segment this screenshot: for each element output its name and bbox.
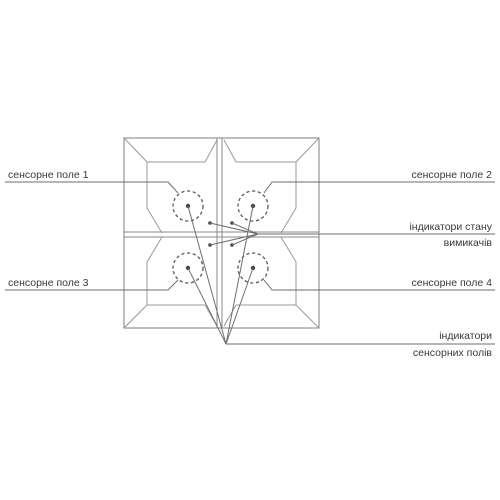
sensor-field-4 <box>237 252 269 284</box>
leader-field-2 <box>263 181 495 194</box>
field-leaders <box>5 181 495 291</box>
bevel-br-bottomleft <box>223 304 237 327</box>
bevel-tl-corner <box>123 137 148 163</box>
label-field-1: сенсорне поле 1 <box>8 169 89 181</box>
bevel-br-corner <box>295 304 320 329</box>
leader-field-3 <box>5 279 179 291</box>
label-field-2: сенсорне поле 2 <box>411 169 492 181</box>
leader-state-3 <box>209 233 259 246</box>
leader-field-1 <box>5 181 179 194</box>
leader-sensor-2 <box>225 205 254 345</box>
leader-sensor-4 <box>225 267 254 345</box>
label-sensor-indicators-line1: індикатори <box>439 330 492 342</box>
sensor-field-3 <box>172 252 204 284</box>
leader-sensor-1 <box>187 205 227 345</box>
leader-state-2 <box>231 222 259 235</box>
leader-state-1 <box>209 222 259 235</box>
bevel-tr-corner <box>295 137 320 163</box>
label-state-indicators-line2: вимикачів <box>443 237 492 249</box>
sensor-fields <box>172 190 269 284</box>
bevel-tl-left <box>146 162 163 234</box>
bevel-br-right <box>280 236 297 305</box>
bevel-bl-corner <box>123 304 148 329</box>
panel-bevels <box>123 137 320 329</box>
label-sensor-indicators-line2: сенсорних полів <box>412 347 492 359</box>
leader-sensor-3 <box>187 267 227 345</box>
label-field-4: сенсорне поле 4 <box>411 277 492 289</box>
label-state-indicators-line1: індикатори стану <box>409 221 492 233</box>
bevel-bl-left <box>146 236 163 305</box>
sensor-field-2 <box>237 190 269 222</box>
bevel-tl-topright <box>204 139 218 163</box>
bevel-tr-right <box>280 162 297 234</box>
label-field-3: сенсорне поле 3 <box>8 277 89 289</box>
leader-field-4 <box>263 279 495 291</box>
panel-dividers <box>124 138 319 328</box>
state-leaders <box>209 222 495 246</box>
sensor-field-1 <box>172 190 204 222</box>
leader-state-4 <box>231 233 259 246</box>
sensor-indicator-leaders <box>187 205 495 345</box>
bevel-tr-topleft <box>223 139 237 163</box>
